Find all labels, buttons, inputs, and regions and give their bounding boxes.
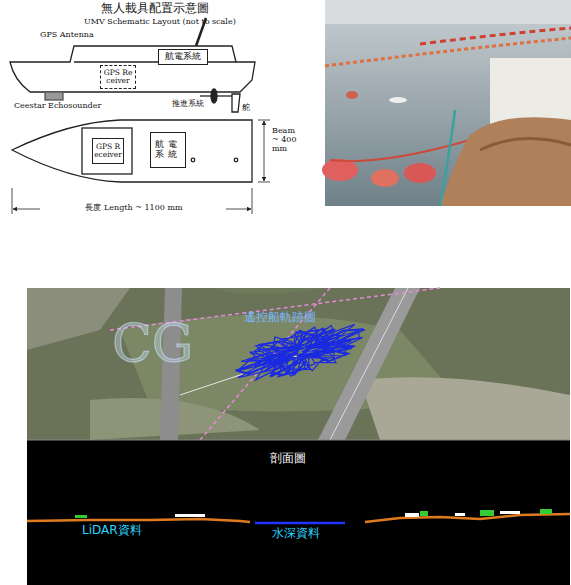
text-label: UMV Schematic Layout (not to scale) [84,17,236,26]
text-label: GPS Antenna [40,30,94,39]
text-label: Ceestar Echosounder [14,101,101,110]
boat-track [236,324,365,380]
component-box: 航電系統 [150,132,186,168]
profile-view [27,440,570,585]
watermark: CG [112,314,193,374]
title: 無人載具配置示意圖 [0,2,310,16]
aerial-map [27,288,570,440]
text-label: Beam ~ 400 mm [272,126,302,154]
box-label: 航電系統 [165,52,201,62]
component-box: GPS Receiver [100,65,136,89]
box-label: GPS Receiver [102,69,134,86]
text-label: 剖面圖 [270,452,306,466]
text-label: 水深資料 [272,527,320,541]
component-box: GPS Receiver [92,138,124,164]
photo [322,0,571,206]
component-box: 航電系統 [158,49,208,65]
text-label: 遙控船軌跡圖 [244,311,316,325]
box-label: GPS Receiver [94,143,122,160]
text-label: 推進系統 [172,99,204,108]
text-label: 長度 Length ~ 1100 mm [44,203,224,212]
box-label: 航電系統 [152,140,184,160]
top-view-hull [12,120,270,214]
text-label: 舵 [242,103,250,112]
text-label: LiDAR資料 [82,524,142,538]
side-view-hull [10,18,255,112]
